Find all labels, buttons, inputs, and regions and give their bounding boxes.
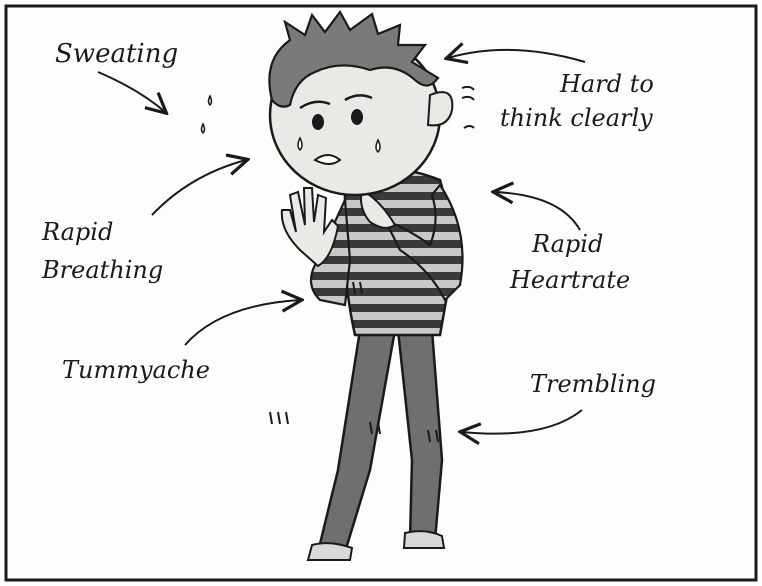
arrow-sweating: [98, 72, 165, 112]
left-eye: [312, 114, 324, 130]
right-eye: [351, 109, 363, 125]
arrow-tummyache: [185, 300, 300, 345]
label-hard-to-think-line2: think clearly: [500, 104, 653, 132]
sweat-drop-icon: [202, 124, 205, 133]
ear: [428, 92, 452, 125]
confusion-marks: [462, 87, 474, 128]
arrow-trembling: [462, 410, 582, 434]
right-leg: [398, 330, 442, 540]
sweat-drop-icon: [209, 96, 212, 105]
label-rapid-breathing-line1: Rapid: [41, 218, 113, 246]
label-rapid-breathing-line2: Breathing: [41, 256, 163, 284]
label-trembling: Trembling: [530, 370, 656, 398]
arrow-rapid-breathing: [152, 160, 246, 215]
anxious-boy-figure: [202, 12, 475, 560]
label-hard-to-think-line1: Hard to: [559, 70, 654, 98]
sweat-drop-icon: [298, 138, 302, 150]
arrow-rapid-heartrate: [495, 192, 580, 230]
label-rapid-heartrate-line2: Heartrate: [509, 266, 630, 294]
label-tummyache: Tummyache: [62, 356, 210, 384]
label-rapid-heartrate-line1: Rapid: [531, 230, 603, 258]
left-leg: [318, 330, 395, 552]
sweat-drop-icon: [376, 140, 380, 152]
left-shoe: [308, 543, 352, 560]
label-sweating: Sweating: [55, 39, 178, 69]
right-shoe: [404, 531, 444, 548]
raised-hand: [282, 188, 338, 266]
arrow-hard-to-think: [448, 50, 585, 62]
